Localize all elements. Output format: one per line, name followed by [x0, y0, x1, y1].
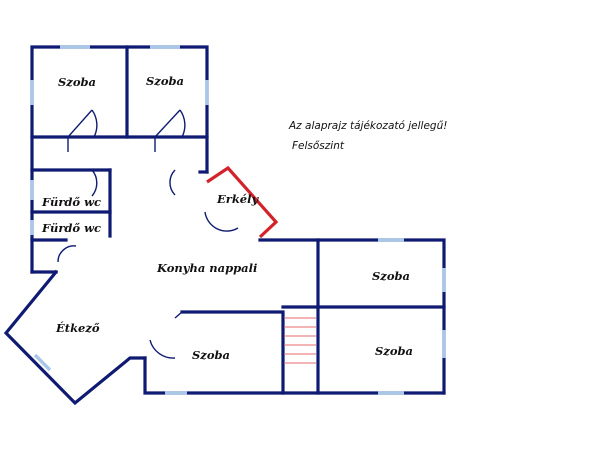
wall-small-bedroom	[180, 310, 285, 395]
wall-bottom-middle	[143, 356, 446, 395]
door	[91, 169, 98, 197]
room-label-szoba-right-upper: Szoba	[372, 269, 410, 283]
room-label-furdo-wc-1: Fürdő wc	[41, 195, 101, 209]
room-label-erkely: Erkély	[216, 192, 259, 206]
room-label-etkezo: Étkező	[55, 321, 100, 335]
window	[33, 353, 52, 372]
staircase	[284, 317, 316, 364]
wall-dining	[3, 269, 147, 406]
balcony-railing	[206, 165, 279, 239]
windows	[30, 45, 446, 395]
doors	[57, 109, 239, 359]
door	[204, 211, 239, 232]
floor-level-label: Felsőszint	[292, 140, 345, 152]
room-label-furdo-wc-2: Fürdő wc	[41, 221, 101, 235]
door	[179, 109, 186, 138]
door	[154, 109, 181, 138]
door	[169, 169, 176, 196]
disclaimer-note: Az alaprajz tájékozató jellegű!	[288, 120, 447, 132]
wall-right-block	[258, 238, 446, 395]
door	[174, 311, 183, 319]
room-label-szoba-top-left: Szoba	[58, 75, 96, 89]
room-label-szoba-top-right: Szoba	[146, 74, 184, 88]
door	[57, 245, 77, 263]
room-label-szoba-bottom-middle: Szoba	[192, 348, 230, 362]
wall-outer-upper	[30, 45, 209, 274]
door	[91, 109, 98, 138]
room-label-konyha-nappali: Konyha nappali	[156, 261, 257, 275]
door	[67, 109, 93, 138]
door	[149, 339, 176, 359]
room-label-szoba-right-lower: Szoba	[375, 344, 413, 358]
